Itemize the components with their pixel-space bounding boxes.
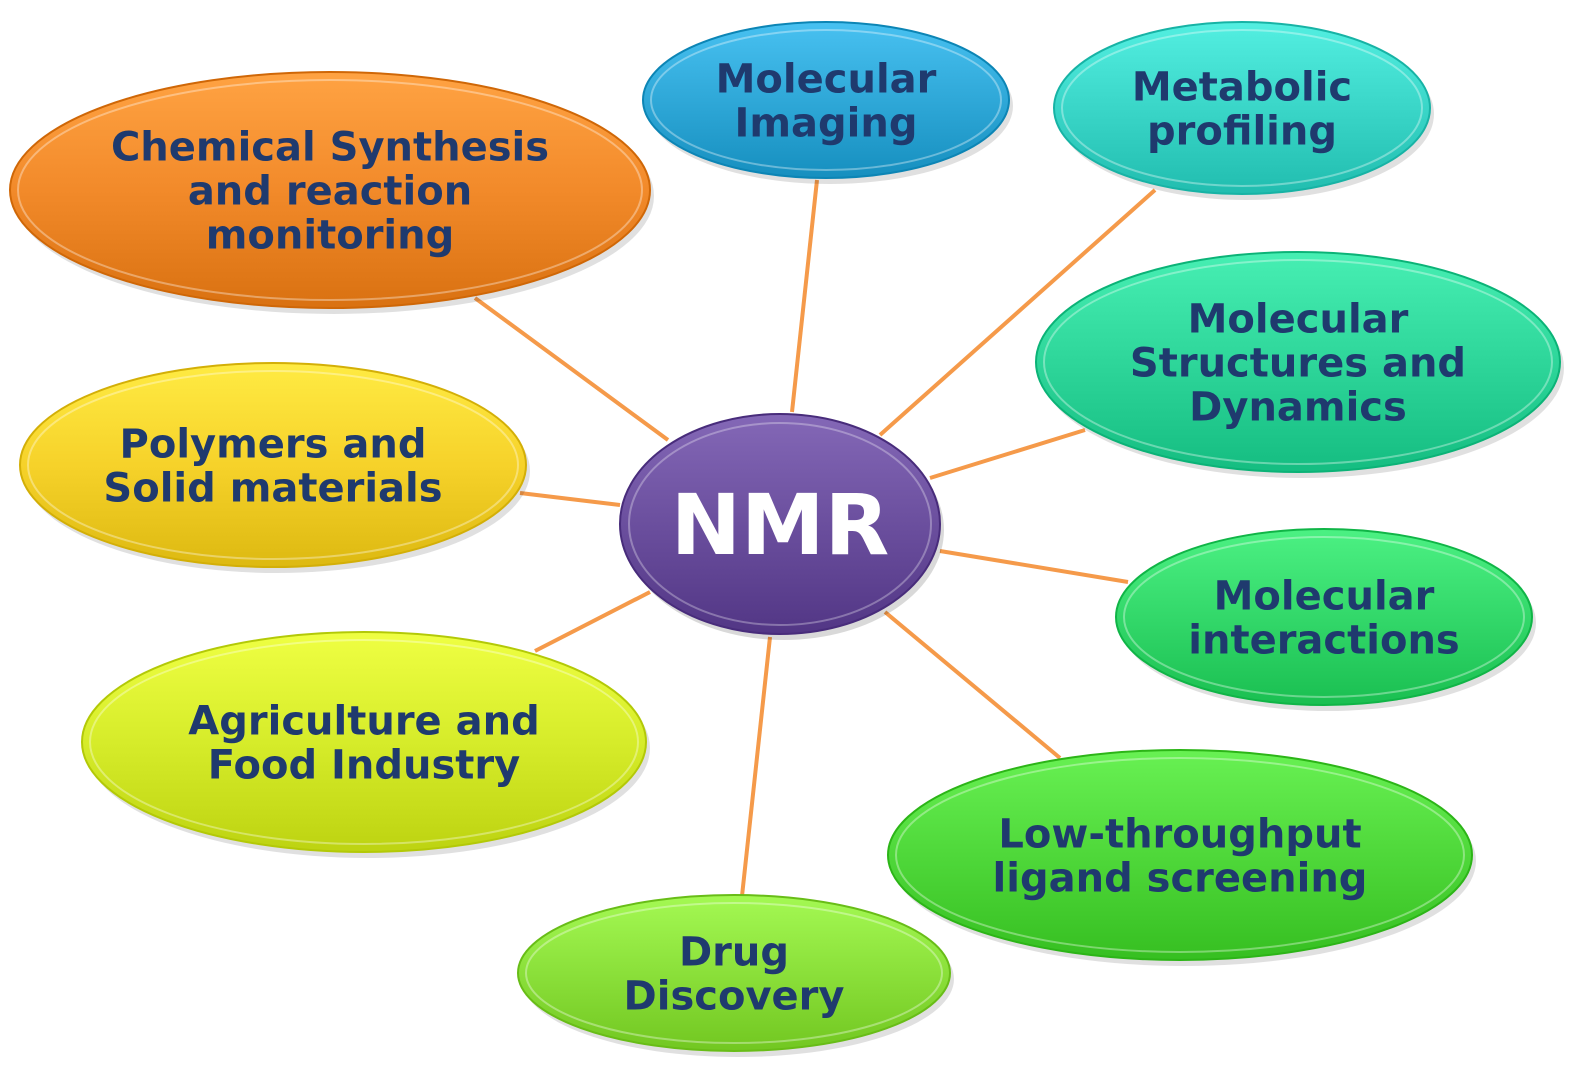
node-label-line: Polymers and [120, 421, 427, 467]
connector-polymers [519, 491, 621, 507]
node-label-line: monitoring [206, 212, 455, 258]
connector-agriculture [534, 590, 651, 653]
node-bevel [27, 370, 519, 560]
node-bevel [89, 639, 639, 845]
node-ellipse [887, 749, 1473, 961]
node-label-line: Discovery [624, 973, 845, 1019]
node-bevel [1123, 536, 1525, 698]
connector-drug-discovery [740, 636, 772, 897]
node-bevel [525, 902, 943, 1044]
node-bevel [895, 757, 1465, 953]
node-ellipse [517, 894, 951, 1052]
connector-low-throughput [883, 610, 1062, 760]
node-ellipse [1053, 21, 1431, 195]
connector-molecular-structures [929, 428, 1086, 480]
node-label-line: ligand screening [993, 855, 1368, 901]
node-bevel [1061, 29, 1423, 187]
node-label-line: Drug [679, 929, 789, 975]
node-bevel [650, 29, 1002, 171]
node-label-line: Dynamics [1189, 384, 1407, 430]
connector-chemical-synthesis [473, 296, 670, 442]
node-ellipse [81, 631, 647, 853]
connector-molecular-imaging [790, 179, 819, 413]
node-ellipse [1115, 528, 1533, 706]
node-label-line: interactions [1188, 617, 1459, 663]
node-label-line: and reaction [188, 168, 472, 214]
node-label-line: Chemical Synthesis [111, 124, 549, 170]
node-label-line: Molecular [1214, 573, 1435, 619]
center-bevel [628, 422, 932, 626]
node-ellipse [19, 362, 527, 568]
node-ellipse [9, 71, 651, 309]
node-bevel [17, 79, 643, 301]
node-label-line: Imaging [734, 100, 917, 146]
center-node: NMR [619, 413, 944, 640]
node-label-line: Structures and [1130, 340, 1466, 386]
node-label-line: Agriculture and [188, 698, 539, 744]
node-label-line: Molecular [716, 56, 937, 102]
node-ellipse [642, 21, 1010, 179]
node-label-line: Food Industry [208, 742, 520, 788]
center-label: NMR [671, 476, 890, 574]
connector-molecular-interactions [939, 549, 1129, 584]
node-label-line: profiling [1147, 108, 1337, 154]
center-ellipse [619, 413, 941, 635]
node-label-line: Molecular [1188, 296, 1409, 342]
connector-metabolic-profiling [878, 188, 1157, 437]
node-label-line: Solid materials [103, 465, 442, 511]
node-label-line: Low-throughput [998, 811, 1361, 857]
node-label-line: Metabolic [1132, 64, 1352, 110]
node-ellipse [1035, 251, 1561, 473]
node-bevel [1043, 259, 1553, 465]
